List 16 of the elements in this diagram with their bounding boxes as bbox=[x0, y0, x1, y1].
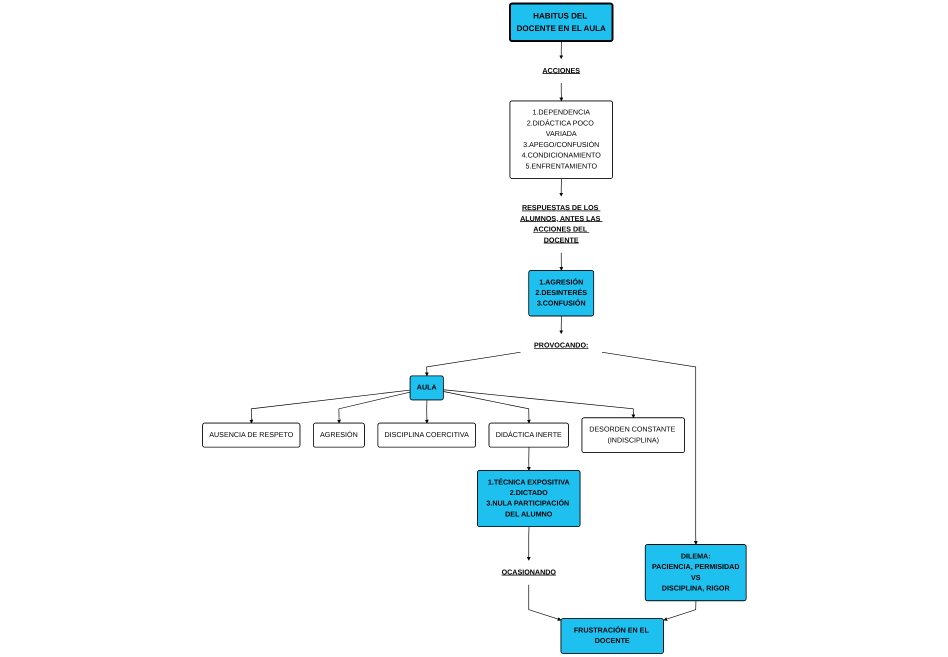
arrow bbox=[663, 600, 696, 621]
arrow bbox=[526, 526, 530, 561]
arrow bbox=[528, 584, 562, 621]
arrow bbox=[442, 391, 530, 424]
arrow bbox=[336, 392, 410, 424]
arrow bbox=[424, 352, 521, 376]
arrow bbox=[559, 252, 563, 271]
arrow bbox=[558, 316, 563, 334]
arrow bbox=[424, 400, 428, 424]
arrow bbox=[442, 389, 635, 418]
arrow bbox=[249, 390, 410, 424]
arrow bbox=[559, 82, 563, 102]
arrow bbox=[601, 352, 698, 545]
arrow bbox=[558, 40, 563, 60]
arrow bbox=[526, 447, 530, 471]
arrow bbox=[558, 178, 563, 197]
